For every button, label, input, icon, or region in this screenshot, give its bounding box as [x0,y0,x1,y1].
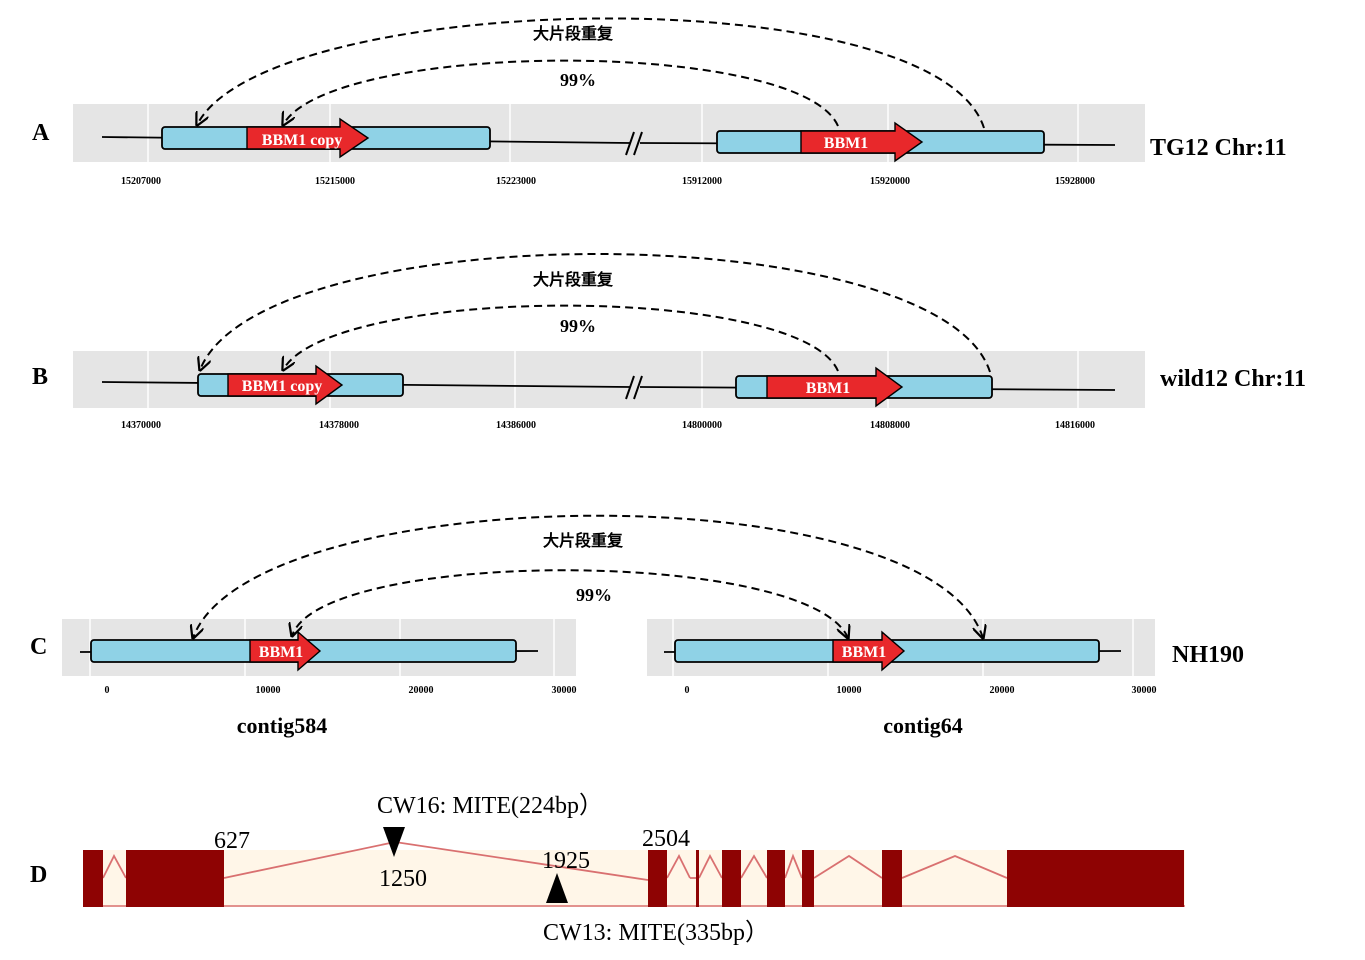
exon [767,850,785,907]
panel-b-bbm1-arrow [766,366,904,408]
position-2504: 2504 [642,826,690,852]
intron-line [813,854,883,879]
tick-label: 14808000 [870,420,910,431]
intron-line [901,855,1008,879]
panel-a-genome-label: TG12 Chr:11 [1150,135,1287,161]
tick-label: 15928000 [1055,176,1095,187]
panel-b-pct-label: 99% [560,316,596,336]
panel-b-large-dup-arc [200,253,991,372]
exon [802,850,814,907]
tick-label: 14386000 [496,420,536,431]
exon [83,850,103,907]
panel-b-bbm1-copy-label: BBM1 copy [242,378,322,395]
panel-b: B BBM1 copy BBM1 14370000 14378000 14386… [32,253,1306,431]
tick-label: 15215000 [315,176,355,187]
tick-label: 10000 [837,685,862,696]
tick-label: 30000 [1132,685,1157,696]
insertion-cw13-label: CW13: MITE(335bp） [543,920,769,946]
panel-c-right-tick-labels: 0 10000 20000 30000 [685,685,1157,696]
intron-line [102,854,127,879]
exon [696,850,699,907]
tick-label: 14800000 [682,420,722,431]
tick-label: 15920000 [870,176,910,187]
panel-a-bbm1-label: BBM1 [824,135,868,152]
tick-label: 30000 [552,685,577,696]
tick-label: 15223000 [496,176,536,187]
contig-left-label: contig584 [237,713,327,738]
panel-c-left-tick-labels: 0 10000 20000 30000 [105,685,577,696]
panel-c-dup-label: 大片段重复 [543,531,624,550]
panel-a-bbm1-arrow [800,121,924,163]
panel-a-pct-label: 99% [560,70,596,90]
panel-b-break-mark [625,375,643,400]
panel-a-identity-arc [283,59,839,126]
position-627: 627 [214,828,250,854]
tick-label: 20000 [990,685,1015,696]
panel-d-letter: D [30,862,47,888]
insertion-up-triangle [546,873,568,903]
position-1250: 1250 [379,866,427,892]
panel-b-bbm1-copy-arrow [227,364,344,406]
panel-b-dup-label: 大片段重复 [533,270,614,289]
panel-c-pct-label: 99% [576,585,612,605]
panel-b-genome-label: wild12 Chr:11 [1160,366,1306,392]
panel-a-break-mark [625,131,643,156]
panel-c-identity-arc [292,569,848,638]
tick-label: 0 [105,685,110,696]
exon [722,850,741,907]
panel-b-letter: B [32,364,48,390]
panel-c-large-dup-arc [193,514,983,638]
panel-b-tick-labels: 14370000 14378000 14386000 14800000 1480… [121,420,1095,431]
insertion-down-triangle [383,827,405,857]
tick-label: 20000 [409,685,434,696]
contig-right-label: contig64 [883,713,962,738]
panel-a-bbm1-copy-arrow [246,117,370,159]
exon [882,850,902,907]
panel-d: D 627 1250 1925 2504 CW16: MITE(224bp） [30,793,1185,946]
exon [126,850,224,907]
panel-a-bbm1-copy-label: BBM1 copy [262,132,342,149]
exon [1007,850,1184,907]
intron-line [698,854,723,879]
panel-c-sample-label: NH190 [1172,642,1244,668]
position-1925: 1925 [542,848,590,874]
intron-line [666,854,691,879]
panel-a-letter: A [32,120,50,146]
tick-label: 0 [685,685,690,696]
exons [83,850,1184,907]
panel-c-letter: C [30,634,47,660]
panel-c: C BBM1 0 10000 20000 30000 contig584 [30,514,1244,738]
panel-c-bbm1-label-right: BBM1 [842,644,886,661]
tick-label: 15912000 [682,176,722,187]
intron-line [784,853,803,879]
panel-a-large-dup-arc [197,17,985,128]
insertion-cw16-label: CW16: MITE(224bp） [377,793,603,819]
panel-a-dup-label: 大片段重复 [533,24,614,43]
exon [648,850,667,907]
panel-a: A BBM1 copy BBM1 15207000 15215000 15223… [32,17,1287,187]
tick-label: 14378000 [319,420,359,431]
panel-c-bbm1-label-left: BBM1 [259,644,303,661]
intron-line [740,854,768,879]
tick-label: 14370000 [121,420,161,431]
tick-label: 10000 [256,685,281,696]
panel-b-identity-arc [283,304,839,371]
tick-label: 15207000 [121,176,161,187]
panel-a-tick-labels: 15207000 15215000 15223000 15912000 1592… [121,176,1095,187]
panel-b-bbm1-label: BBM1 [806,380,850,397]
tick-label: 14816000 [1055,420,1095,431]
